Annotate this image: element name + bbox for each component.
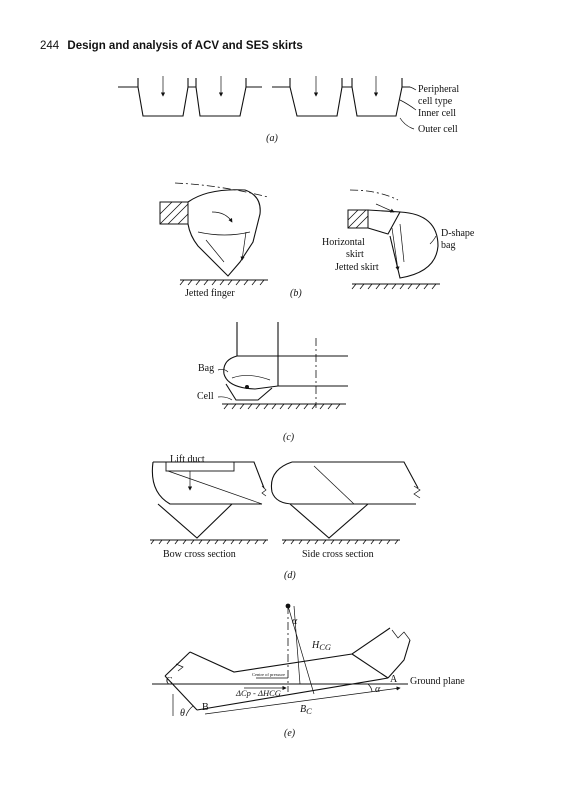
label-bag-c: Bag [198, 363, 214, 374]
label-outer-cell: Outer cell [418, 124, 458, 135]
panel-c-bag-cell [217, 322, 348, 410]
caption-d: (d) [284, 570, 296, 581]
label-point-b: B [202, 702, 209, 713]
label-theta: θ [180, 708, 185, 719]
label-delta-cp-hcg: ΔCp - ΔHCG [235, 688, 281, 698]
page-title: Design and analysis of ACV and SES skirt… [67, 40, 303, 52]
label-point-c: C [166, 676, 173, 687]
label-cell-c: Cell [197, 391, 214, 402]
label-horizontal: Horizontal [322, 237, 365, 248]
label-h-cg: HCG [311, 640, 331, 652]
panel-a-diagram [118, 76, 417, 130]
label-centre-of-pressure: Centre of pressure [252, 672, 285, 677]
label-lift-duct: Lift duct [170, 454, 205, 465]
label-peripheral: Peripheral [418, 84, 459, 95]
label-ground-plane: Ground plane [410, 676, 465, 687]
label-jetted-skirt: Jetted skirt [335, 262, 379, 273]
panel-e-trim-geometry [152, 603, 411, 717]
caption-e: (e) [284, 728, 296, 739]
panel-b-jetted-finger [159, 182, 269, 286]
label-point-a: A [390, 674, 398, 685]
label-dshape: D-shape [441, 228, 475, 239]
caption-b: (b) [290, 288, 302, 299]
page-number: 244 [40, 40, 60, 52]
label-side-cross-section: Side cross section [302, 549, 374, 560]
page-header: 244 Design and analysis of ACV and SES s… [40, 40, 303, 52]
panel-d-cross-sections [150, 461, 421, 545]
caption-c: (c) [283, 432, 295, 443]
label-b-c: BC [300, 704, 312, 716]
panel-b-dshape-bag [347, 189, 440, 290]
label-alpha: α [292, 616, 298, 627]
label-cell-type: cell type [418, 96, 453, 107]
label-jetted-finger: Jetted finger [185, 288, 235, 299]
label-bag: bag [441, 240, 455, 251]
label-bow-cross-section: Bow cross section [163, 549, 236, 560]
label-alpha-small: α [375, 684, 381, 695]
label-inner-cell: Inner cell [418, 108, 456, 119]
caption-a: (a) [266, 133, 278, 144]
label-skirt: skirt [346, 249, 364, 260]
